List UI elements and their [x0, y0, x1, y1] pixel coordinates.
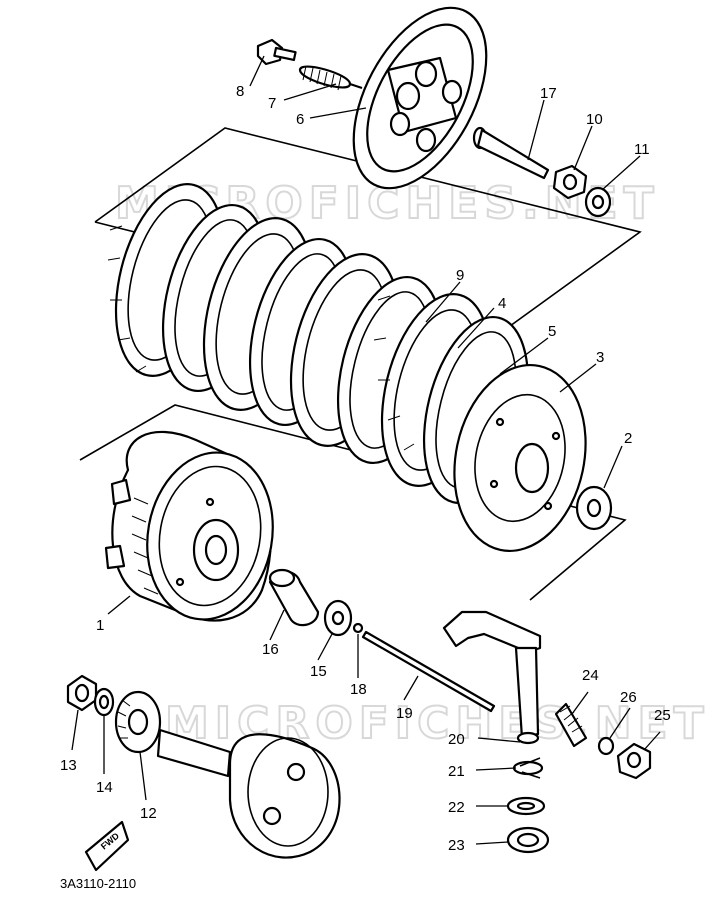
- callout-5: 5: [548, 323, 556, 340]
- callout-18: 18: [350, 681, 367, 698]
- thrust-washer-15: [323, 599, 353, 637]
- callout-11: 11: [634, 141, 650, 158]
- clutch-boss-3: [453, 363, 587, 553]
- forward-arrow-marker: FWD: [84, 820, 130, 872]
- callout-7: 7: [268, 95, 276, 112]
- thrust-washer-2: [575, 485, 613, 531]
- ball-18: [352, 622, 364, 634]
- callout-19: 19: [396, 705, 413, 722]
- drawing-code: 3A3110-2110: [60, 876, 136, 891]
- callout-17: 17: [540, 85, 557, 102]
- adjust-screw-24: [554, 702, 588, 748]
- primary-drive-gear-12: [114, 690, 341, 859]
- callout-10: 10: [586, 111, 603, 128]
- callout-4: 4: [498, 295, 506, 312]
- callout-25: 25: [654, 707, 671, 724]
- callout-6: 6: [296, 111, 304, 128]
- callout-13: 13: [60, 757, 77, 774]
- oil-seal-23: [506, 826, 550, 854]
- nut-10: [552, 164, 588, 200]
- nut-13: [66, 674, 98, 712]
- callout-16: 16: [262, 641, 279, 658]
- spring-21: [512, 757, 544, 779]
- nut-25: [616, 742, 652, 780]
- spring-7: [298, 65, 363, 91]
- push-rod-19: [361, 630, 496, 713]
- callout-12: 12: [140, 805, 157, 822]
- spacer-16: [268, 568, 320, 627]
- callout-9: 9: [456, 267, 464, 284]
- washer-14: [93, 687, 115, 717]
- callout-21: 21: [448, 763, 465, 780]
- callout-26: 26: [620, 689, 637, 706]
- callout-22: 22: [448, 799, 465, 816]
- pressure-plate-6: [352, 6, 488, 190]
- o-ring-26: [597, 736, 615, 756]
- callout-24: 24: [582, 667, 599, 684]
- callout-15: 15: [310, 663, 327, 680]
- leader-lines: [71, 55, 661, 845]
- push-lever-shaft-20: [442, 610, 542, 745]
- lock-washer-11: [584, 186, 612, 218]
- callout-20: 20: [448, 731, 465, 748]
- callout-1: 1: [96, 617, 104, 634]
- bolt-8: [256, 38, 297, 66]
- washer-22: [506, 796, 546, 816]
- callout-2: 2: [624, 430, 632, 447]
- callout-8: 8: [236, 83, 244, 100]
- clutch-housing-1: [104, 430, 274, 622]
- push-rod-17: [472, 126, 550, 180]
- callout-23: 23: [448, 837, 465, 854]
- callout-14: 14: [96, 779, 113, 796]
- callout-3: 3: [596, 349, 604, 366]
